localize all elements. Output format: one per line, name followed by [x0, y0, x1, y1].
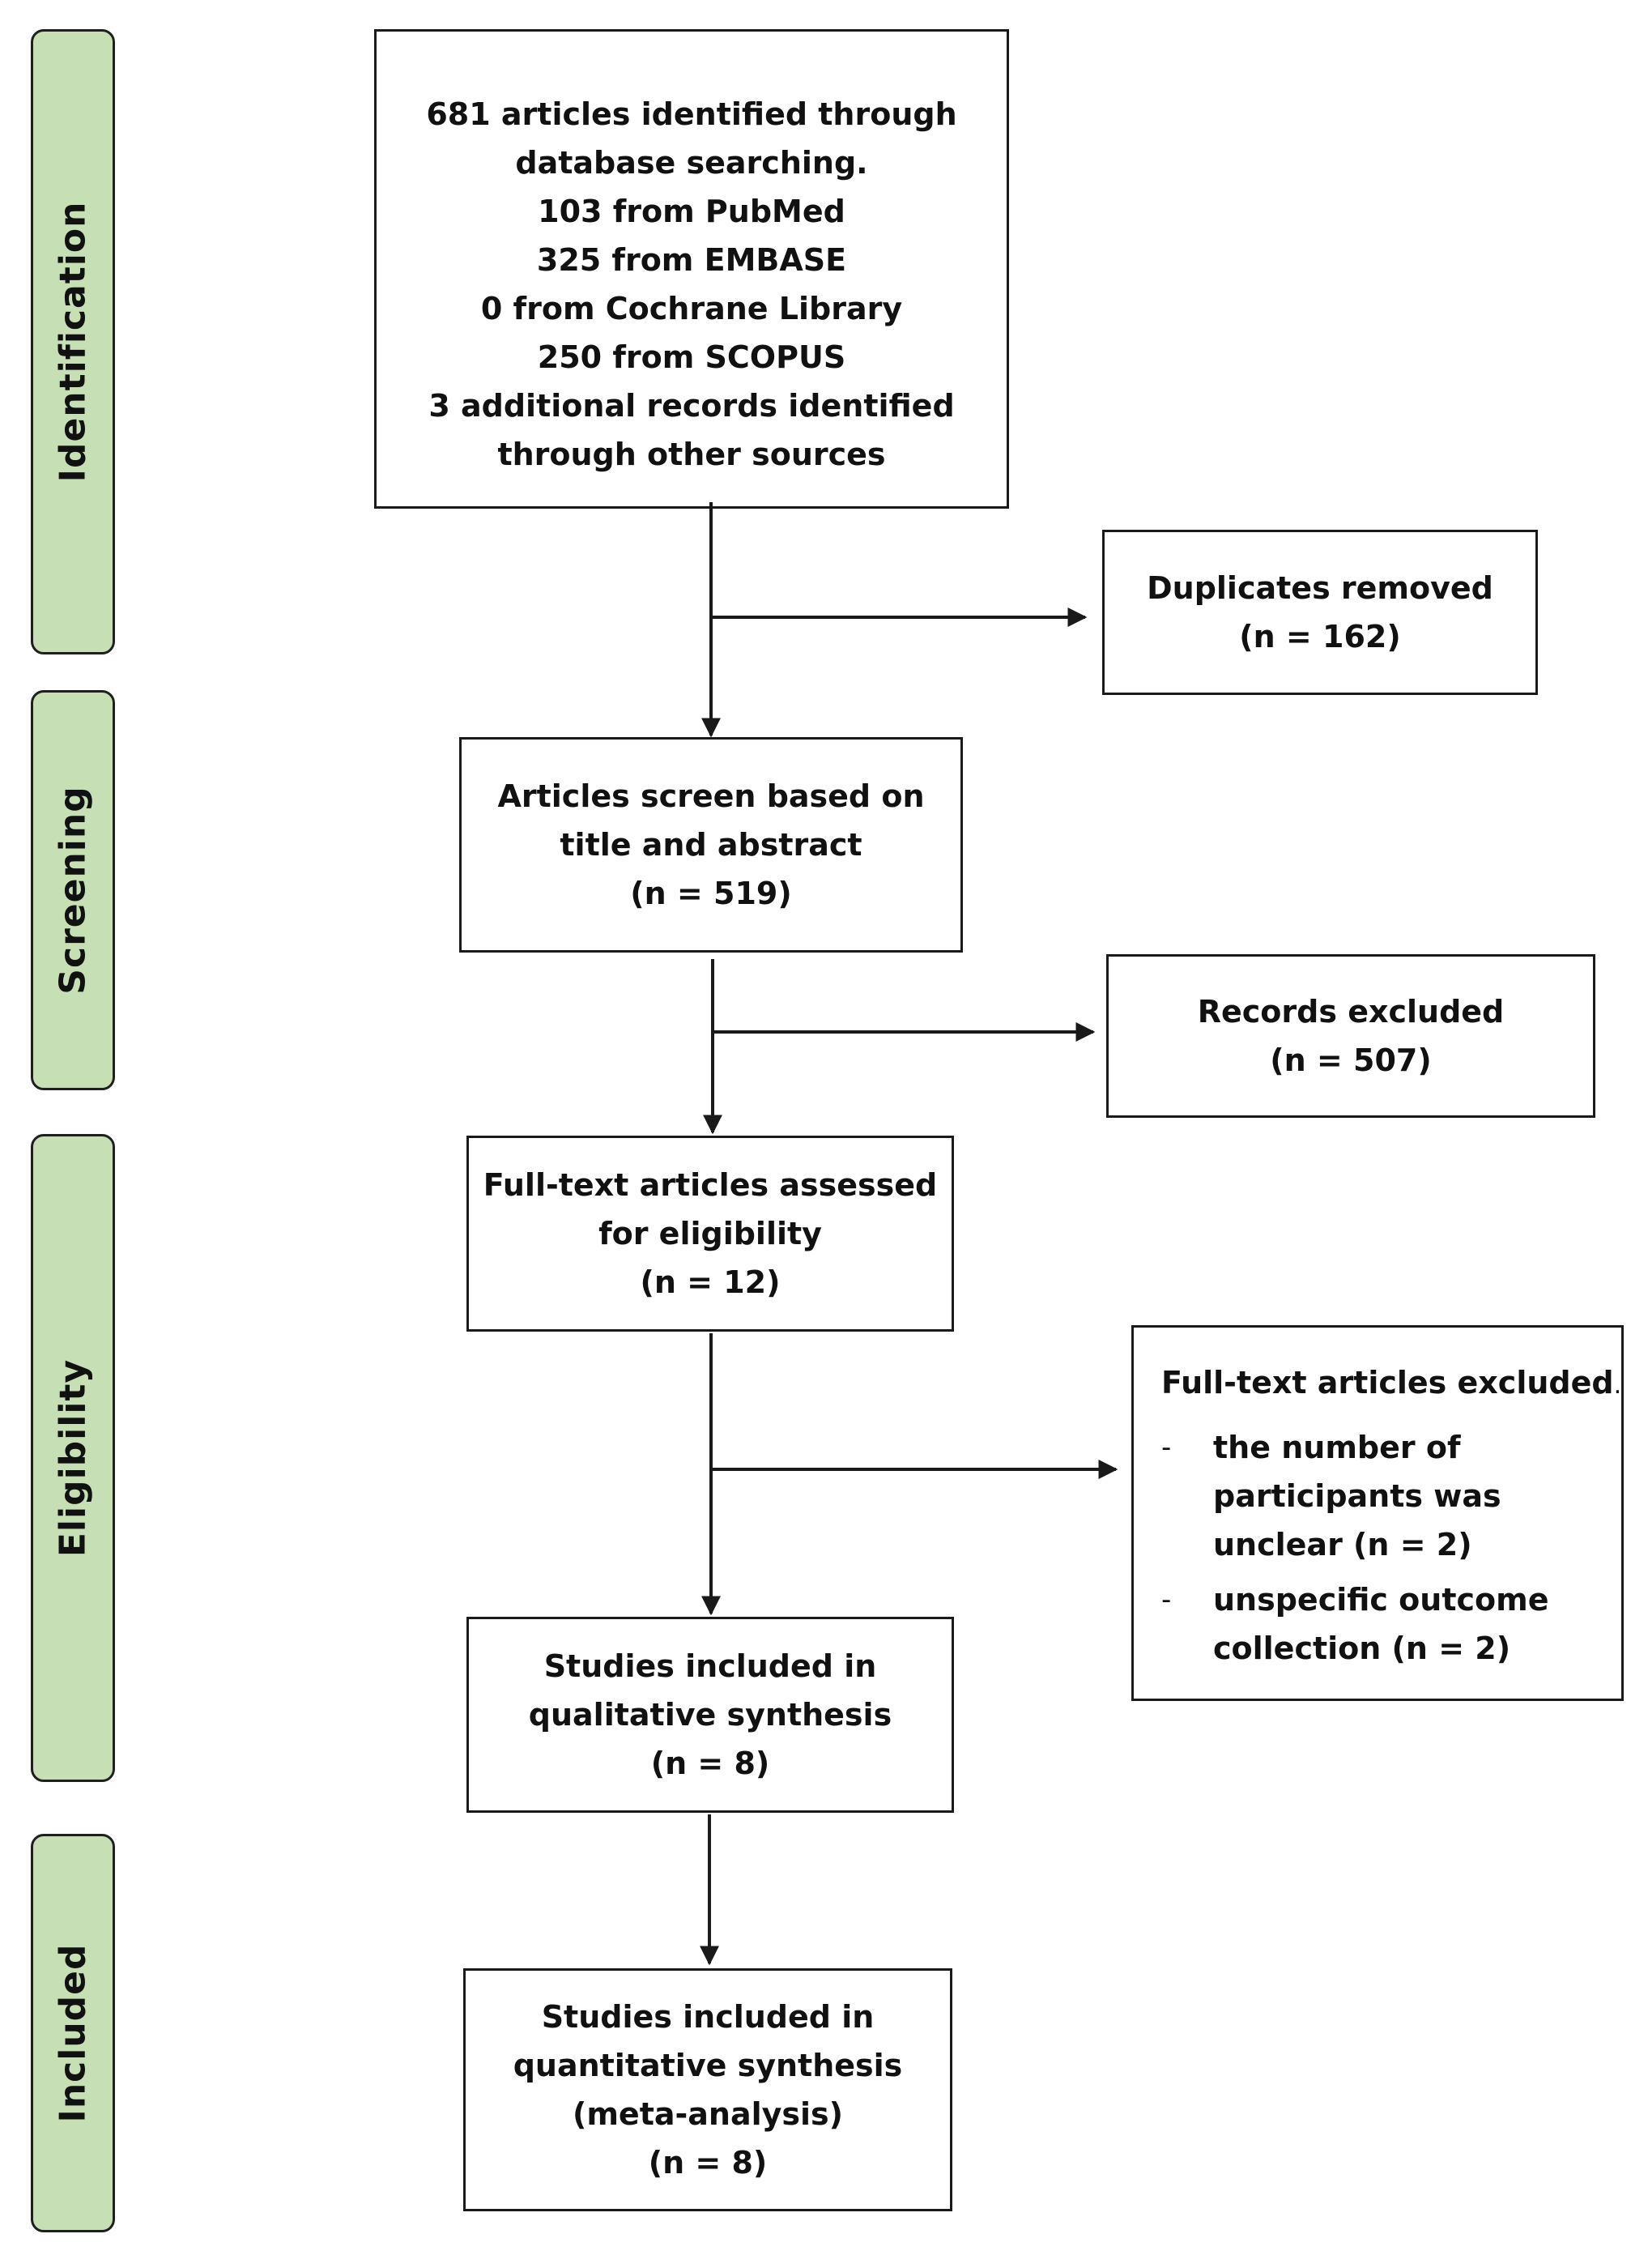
- fulltext-excluded-heading-text: Full-text articles excluded: [1161, 1365, 1614, 1400]
- fulltext-excluded-heading-period: .: [1613, 1371, 1622, 1400]
- fulltext-assessed-line: for eligibility: [598, 1216, 822, 1251]
- identified-box: 681 articles identified through database…: [374, 29, 1009, 509]
- qualitative-line: Studies included in: [543, 1648, 877, 1684]
- exclusion-reason-line: participants was: [1213, 1478, 1501, 1514]
- identified-line: 0 from Cochrane Library: [480, 291, 903, 326]
- quantitative-line: quantitative synthesis: [513, 2048, 903, 2083]
- records-excluded-count: (n = 507): [1270, 1042, 1432, 1078]
- quantitative-line: Studies included in: [541, 1999, 875, 2035]
- bullet-dash: -: [1161, 1584, 1172, 1616]
- qualitative-synthesis-box: Studies included in qualitative synthesi…: [466, 1617, 954, 1813]
- duplicates-removed-box: Duplicates removed (n = 162): [1102, 530, 1538, 695]
- records-excluded-label: Records excluded: [1197, 994, 1505, 1030]
- identified-line: 103 from PubMed: [538, 194, 845, 229]
- identified-line: 681 articles identified through: [426, 96, 957, 132]
- identified-line: 325 from EMBASE: [536, 242, 847, 278]
- phase-screening-label: Screening: [52, 786, 94, 995]
- exclusion-reason-item: - unspecific outcome collection (n = 2): [1161, 1575, 1621, 1673]
- identified-line: 3 additional records identified: [428, 388, 955, 424]
- phase-identification: Identification: [31, 29, 115, 654]
- exclusion-reason-line: collection (n = 2): [1213, 1631, 1511, 1666]
- quantitative-line: (meta-analysis): [572, 2096, 844, 2132]
- exclusion-reasons-list: - the number of participants was unclear…: [1161, 1423, 1621, 1673]
- exclusion-reason-line: unclear (n = 2): [1213, 1527, 1472, 1562]
- fulltext-assessed-box: Full-text articles assessed for eligibil…: [466, 1136, 954, 1332]
- exclusion-reason-line: the number of: [1213, 1430, 1461, 1465]
- fulltext-excluded-heading: Full-text articles excluded.: [1161, 1358, 1621, 1410]
- identified-line: database searching.: [515, 145, 868, 181]
- records-excluded-box: Records excluded (n = 507): [1106, 954, 1595, 1118]
- phase-included: Included: [31, 1834, 115, 2232]
- screened-box: Articles screen based on title and abstr…: [459, 737, 963, 953]
- qualitative-count: (n = 8): [650, 1746, 770, 1781]
- exclusion-reason-line: unspecific outcome: [1213, 1582, 1549, 1618]
- duplicates-removed-label: Duplicates removed: [1147, 570, 1493, 606]
- phase-eligibility-label: Eligibility: [52, 1358, 94, 1558]
- screened-line: title and abstract: [560, 827, 862, 863]
- screened-count: (n = 519): [630, 876, 792, 911]
- screened-line: Articles screen based on: [497, 778, 925, 814]
- duplicates-removed-count: (n = 162): [1239, 619, 1401, 654]
- phase-eligibility: Eligibility: [31, 1134, 115, 1782]
- phase-screening: Screening: [31, 690, 115, 1090]
- phase-identification-label: Identification: [52, 201, 94, 483]
- fulltext-assessed-line: Full-text articles assessed: [483, 1167, 938, 1203]
- quantitative-count: (n = 8): [648, 2145, 768, 2181]
- identified-line: 250 from SCOPUS: [537, 339, 846, 375]
- qualitative-line: qualitative synthesis: [528, 1697, 892, 1733]
- fulltext-excluded-box: Full-text articles excluded. - the numbe…: [1131, 1325, 1624, 1701]
- identified-line: through other sources: [497, 437, 886, 472]
- exclusion-reason-item: - the number of participants was unclear…: [1161, 1423, 1621, 1569]
- fulltext-assessed-count: (n = 12): [640, 1264, 781, 1300]
- bullet-dash: -: [1161, 1431, 1172, 1464]
- quantitative-synthesis-box: Studies included in quantitative synthes…: [463, 1968, 952, 2211]
- phase-included-label: Included: [52, 1943, 94, 2123]
